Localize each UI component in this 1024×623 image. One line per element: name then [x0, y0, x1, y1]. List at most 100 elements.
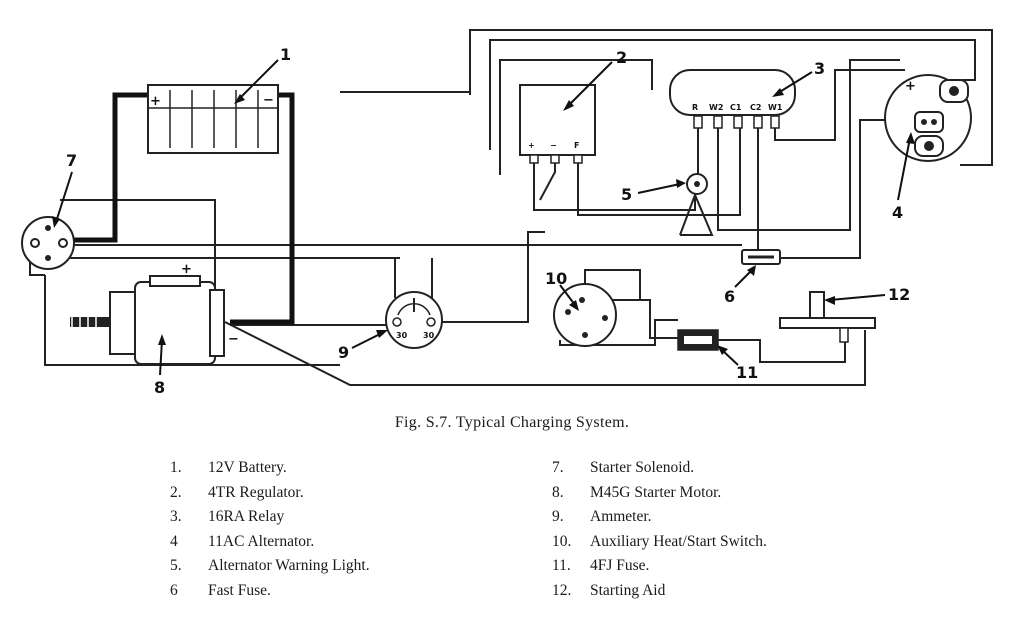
wire-fuse-aid: [718, 335, 846, 363]
legend-item: 7. Starter Solenoid.: [552, 456, 767, 481]
wiring: [29, 29, 993, 386]
legend-number: 10.: [552, 532, 572, 550]
callout-6: 6: [724, 287, 735, 306]
callout-3: 3: [814, 59, 825, 78]
relay-r-label: R: [692, 103, 698, 112]
cable-battery-solenoid: [72, 92, 152, 243]
wire-solenoid-bottom: [44, 275, 340, 366]
wire-reg-f: [577, 128, 741, 216]
callout-2: 2: [616, 48, 627, 67]
legend-number: 1.: [170, 459, 182, 476]
battery-plus-label: +: [150, 94, 161, 109]
legend-number: 11.: [552, 557, 571, 575]
legend-item: 9. Ammeter.: [552, 505, 767, 530]
wire-switch-top: [584, 269, 641, 300]
relay-w2-label: W2: [709, 103, 723, 112]
ammeter-right-label: 30: [423, 331, 435, 340]
relay-c1-label: C1: [730, 103, 742, 112]
callout-7: 7: [66, 151, 77, 170]
legend-item: 3. 16RA Relay: [170, 505, 370, 530]
relay: R W2 C1 C2 W1: [669, 69, 796, 129]
battery-minus-label: −: [263, 93, 274, 108]
charging-system-diagram: + − + − F R W2 C1 C2 W1 +: [21, 29, 993, 397]
legend-right-column: 7. Starter Solenoid. 8. M45G Starter Motor…: [552, 456, 767, 604]
legend-text: Alternator Warning Light.: [208, 557, 370, 575]
alternator-plus-label: +: [905, 79, 916, 94]
callout-5: 5: [621, 185, 632, 204]
legend-item: 10. Auxiliary Heat/Start Switch.: [552, 530, 767, 555]
wire-switch-fuse: [559, 319, 678, 346]
legend-number: 7.: [552, 459, 564, 476]
callouts: 1 2 3 4 5 6 7 8 9 10: [52, 45, 915, 397]
legend-item: 5. Alternator Warning Light.: [170, 554, 370, 579]
callout-9: 9: [338, 343, 349, 362]
starter-solenoid: [21, 216, 75, 270]
alternator: +: [884, 74, 972, 162]
wire-motor-bottom: [224, 321, 866, 386]
legend-number: 4: [170, 532, 178, 550]
legend-number: 5.: [170, 557, 182, 575]
regulator-minus-label: −: [550, 141, 557, 150]
legend-text: Starter Solenoid.: [590, 459, 695, 476]
motor-plus-label: +: [181, 262, 192, 277]
legend-item: 6 Fast Fuse.: [170, 579, 370, 604]
wire-top-outer: [469, 29, 993, 166]
regulator-plus-label: +: [528, 141, 535, 150]
starter-motor: + −: [70, 262, 239, 365]
legend-number: 2.: [170, 483, 182, 501]
wire-switch-right: [610, 299, 680, 339]
wire-relay-w2: [717, 59, 900, 231]
wire-top-inner: [489, 39, 976, 150]
regulator: + − F: [519, 84, 596, 164]
legend-text: 16RA Relay: [208, 508, 285, 526]
cable-battery-motor: [230, 92, 295, 325]
legend-text: 12V Battery.: [208, 459, 287, 476]
legend-number: 6: [170, 581, 178, 599]
legend-text: Starting Aid: [590, 581, 666, 599]
regulator-f-label: F: [574, 141, 579, 150]
legend-text: 4FJ Fuse.: [590, 557, 650, 575]
wire-reg-loop: [499, 59, 653, 175]
legend-number: 12.: [552, 581, 572, 599]
legend-text: Auxiliary Heat/Start Switch.: [590, 532, 767, 550]
legend-item: 4 11AC Alternator.: [170, 530, 370, 555]
legend-number: 3.: [170, 508, 182, 526]
relay-w1-label: W1: [768, 103, 783, 112]
relay-c2-label: C2: [750, 103, 761, 112]
wire-fuse-to-alt: [780, 119, 900, 259]
wire-reg-minus: [539, 158, 556, 201]
callout-10: 10: [545, 269, 567, 288]
legend-item: 12. Starting Aid: [552, 579, 767, 604]
legend-number: 8.: [552, 483, 564, 501]
fj-fuse: [677, 329, 719, 351]
callout-4: 4: [892, 203, 903, 222]
wire-relay-c2: [757, 128, 770, 251]
legend-text: Ammeter.: [590, 508, 652, 526]
heat-start-switch: [553, 283, 617, 347]
motor-minus-label: −: [228, 332, 239, 347]
legend-text: M45G Starter Motor.: [590, 483, 722, 501]
legend-text: 4TR Regulator.: [208, 483, 304, 501]
starting-aid: [779, 291, 876, 343]
legend-item: 8. M45G Starter Motor.: [552, 481, 767, 506]
callout-11: 11: [736, 363, 758, 382]
legend-number: 9.: [552, 508, 564, 526]
battery: + −: [147, 84, 279, 154]
wire-light-triangle: [679, 192, 714, 236]
legend-text: 11AC Alternator.: [208, 532, 315, 550]
legend-left-column: 1. 12V Battery. 2. 4TR Regulator. 3. 16RA R…: [170, 456, 370, 604]
legend-item: 11. 4FJ Fuse.: [552, 554, 767, 579]
callout-1: 1: [280, 45, 291, 64]
warning-light: [686, 173, 708, 195]
wire-reg-plus: [533, 158, 696, 211]
legend-item: 1. 12V Battery.: [170, 456, 370, 481]
ammeter: 30 30: [385, 291, 443, 349]
wire-relay-w1: [774, 69, 905, 141]
legend-item: 2. 4TR Regulator.: [170, 481, 370, 506]
fast-fuse: [741, 249, 781, 265]
legend-text: Fast Fuse.: [208, 581, 271, 599]
wire-ammeter-switch: [440, 231, 545, 323]
wire-solenoid-top: [60, 199, 216, 290]
callout-12: 12: [888, 285, 910, 304]
callout-8: 8: [154, 378, 165, 397]
